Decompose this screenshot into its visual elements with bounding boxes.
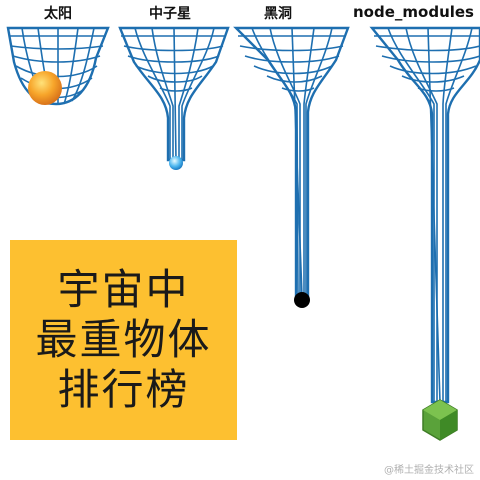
nodejs-hexagon-icon <box>422 399 458 441</box>
watermark: @稀土掘金技术社区 <box>384 465 474 476</box>
label-sun: 太阳 <box>44 6 72 22</box>
sun-sphere <box>28 71 62 105</box>
neutron-star-sphere <box>169 156 183 170</box>
neutron-star-gravity-well <box>118 26 230 162</box>
title-line-3: 排行榜 <box>57 365 190 414</box>
black-hole-gravity-well <box>233 26 350 300</box>
node-modules-gravity-well <box>369 26 480 404</box>
label-black-hole: 黑洞 <box>264 6 292 22</box>
label-neutron-star: 中子星 <box>149 6 191 22</box>
label-node-modules: node_modules <box>353 3 474 21</box>
black-hole-dot <box>294 292 310 308</box>
ranking-title-box: 宇宙中 最重物体 排行榜 <box>10 240 237 440</box>
title-line-1: 宇宙中 <box>57 265 190 314</box>
title-line-2: 最重物体 <box>35 315 212 364</box>
